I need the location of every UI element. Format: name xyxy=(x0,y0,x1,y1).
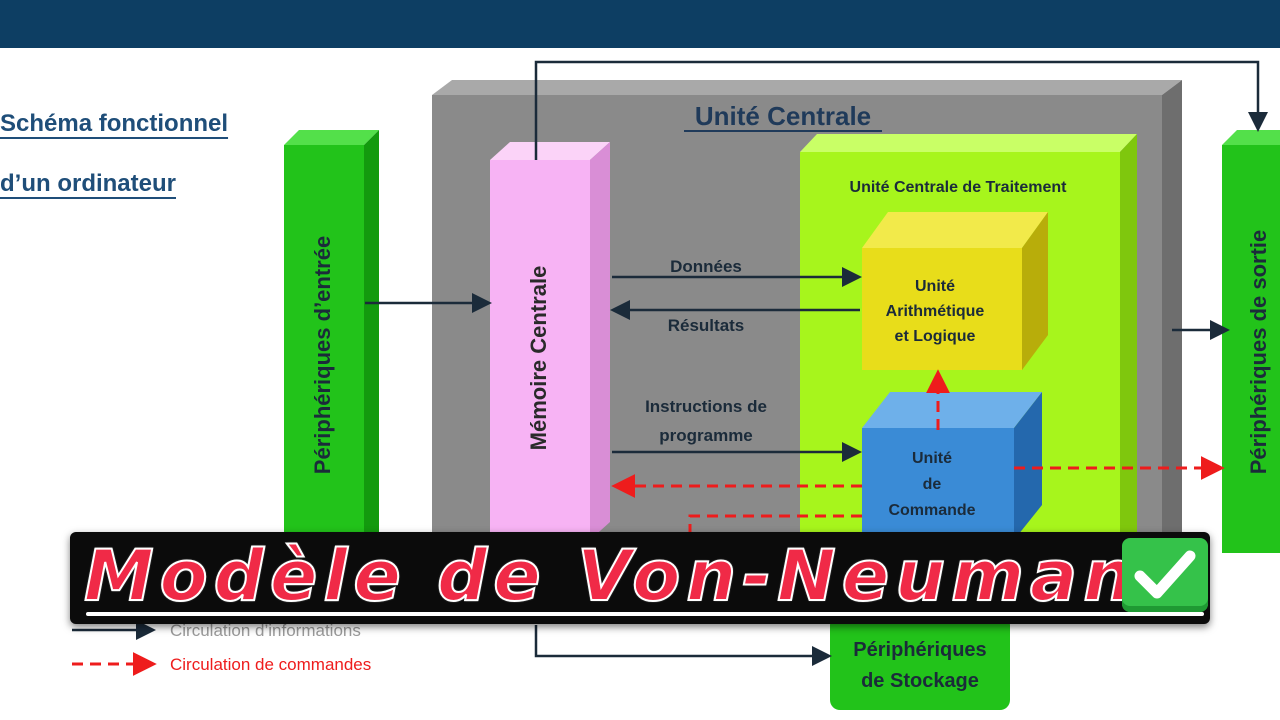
peripheriques-stockage-box xyxy=(830,615,1010,710)
uc-label-line1: Unité xyxy=(912,450,952,467)
legend-commandes-label: Circulation de commandes xyxy=(170,655,371,674)
uc-label-line2: de xyxy=(923,476,942,493)
unite-centrale-label: Unité Centrale xyxy=(695,101,871,131)
peripheriques-sortie-box xyxy=(1222,130,1280,553)
uc-cube xyxy=(862,392,1042,540)
peripheriques-entree-label: Périphériques d’entrée xyxy=(310,236,335,474)
resultats-label: Résultats xyxy=(668,316,745,335)
stockage-label-line2: de Stockage xyxy=(861,670,979,692)
stockage-label-line1: Périphériques xyxy=(853,639,986,661)
schema-title-line2: d’un ordinateur xyxy=(0,170,176,197)
memoire-centrale-box xyxy=(490,142,610,540)
instructions-label-line1: Instructions de xyxy=(645,397,767,416)
top-bar xyxy=(0,0,1280,48)
instructions-label-line2: programme xyxy=(659,426,753,445)
banner-underline xyxy=(86,612,1204,616)
peripheriques-entree-box xyxy=(284,130,379,550)
ual-label-line2: Arithmétique xyxy=(886,303,985,320)
check-mark-icon xyxy=(1122,538,1208,612)
uc-label-line3: Commande xyxy=(888,502,975,519)
ual-cube xyxy=(862,212,1048,370)
uct-label: Unité Centrale de Traitement xyxy=(850,179,1068,196)
memoire-centrale-label: Mémoire Centrale xyxy=(526,266,551,451)
ual-label-line1: Unité xyxy=(915,278,955,295)
donnees-label: Données xyxy=(670,257,742,276)
arrow-memoire-to-stockage xyxy=(534,625,832,666)
ual-label-line3: et Logique xyxy=(895,328,976,345)
arrow-memoire-to-sortie xyxy=(534,60,1268,160)
schema-title-line1: Schéma fonctionnel xyxy=(0,110,229,137)
command-to-stockage xyxy=(688,514,862,534)
legend-info-label: Circulation d’informations xyxy=(170,621,361,640)
title-banner xyxy=(70,532,1210,624)
peripheriques-sortie-label: Périphériques de sortie xyxy=(1246,230,1271,475)
banner-title: Modèle de Von-Neumann xyxy=(83,535,1195,617)
